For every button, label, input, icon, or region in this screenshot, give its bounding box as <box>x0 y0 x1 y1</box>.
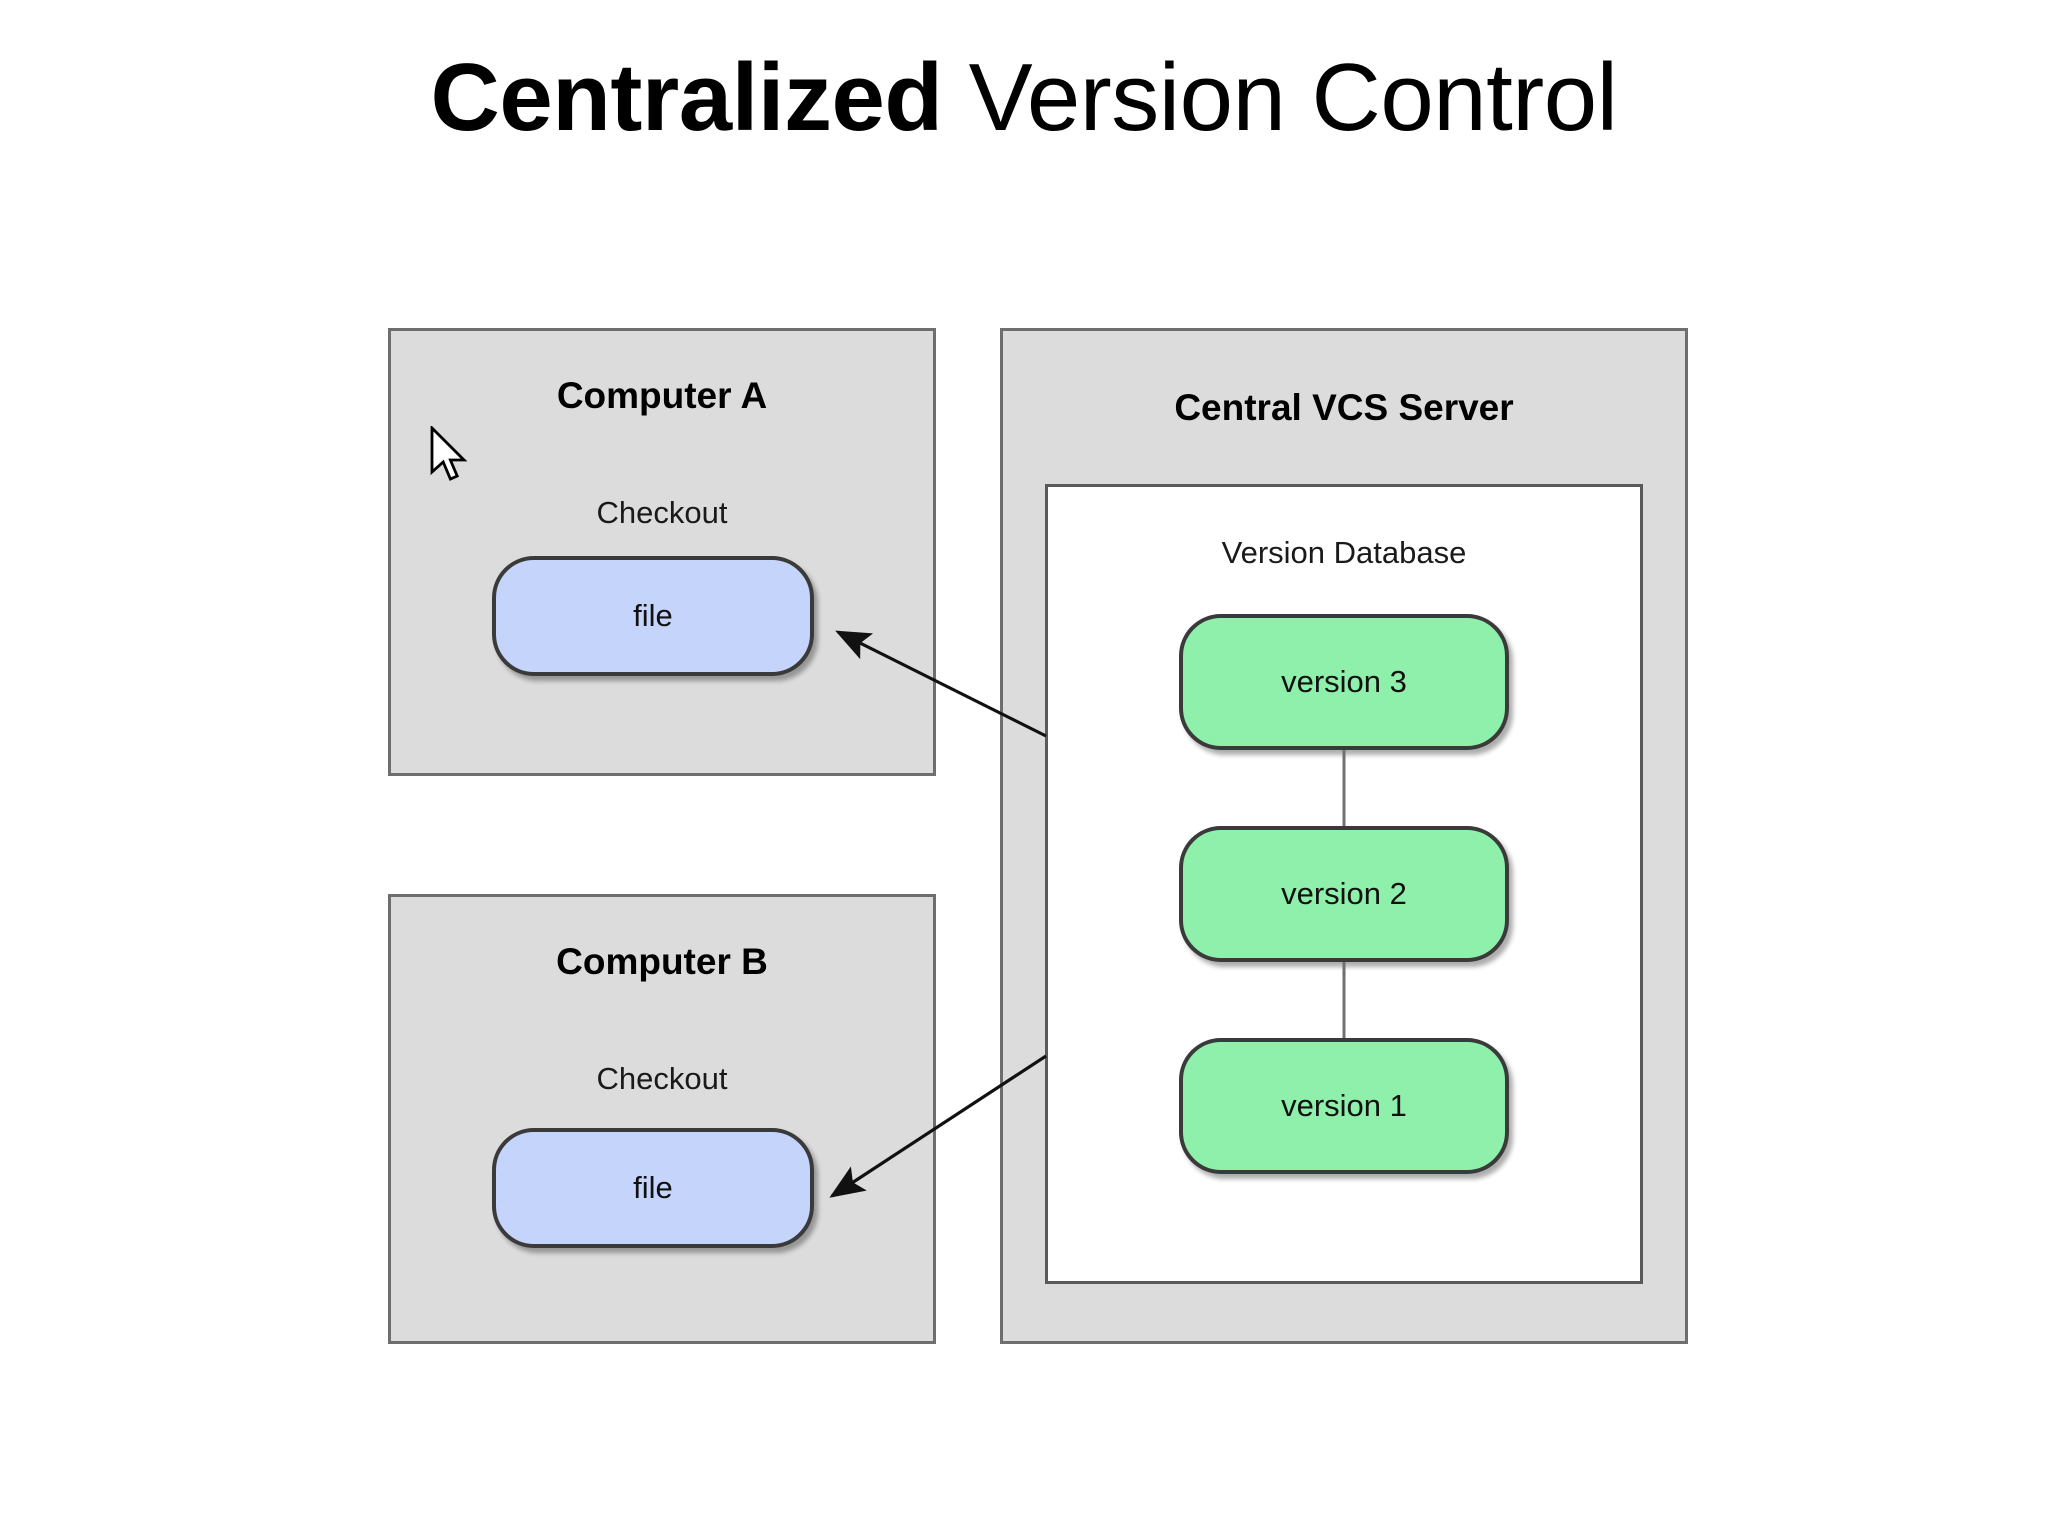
page-title-regular-part: Version Control <box>942 44 1618 151</box>
page-title: Centralized Version Control <box>0 47 2048 149</box>
version-database-label: Version Database <box>1221 535 1467 570</box>
computer-a-checkout-label: Checkout <box>596 495 728 530</box>
computer-a-group[interactable]: Computer A Checkout <box>388 328 936 776</box>
central-vcs-server-title: Central VCS Server <box>1174 387 1514 428</box>
computer-b-file-node[interactable]: file <box>492 1128 814 1248</box>
computer-b-checkout-label: Checkout <box>596 1061 728 1096</box>
page-title-bold-part: Centralized <box>430 44 943 151</box>
version-node-1[interactable]: version 1 <box>1179 1038 1509 1174</box>
computer-b-group[interactable]: Computer B Checkout <box>388 894 936 1344</box>
version-node-3[interactable]: version 3 <box>1179 614 1509 750</box>
version-node-2[interactable]: version 2 <box>1179 826 1509 962</box>
arrow-pointer-icon <box>430 426 468 481</box>
computer-b-title: Computer B <box>556 941 768 982</box>
computer-a-title: Computer A <box>556 375 768 416</box>
computer-a-file-node[interactable]: file <box>492 556 814 676</box>
